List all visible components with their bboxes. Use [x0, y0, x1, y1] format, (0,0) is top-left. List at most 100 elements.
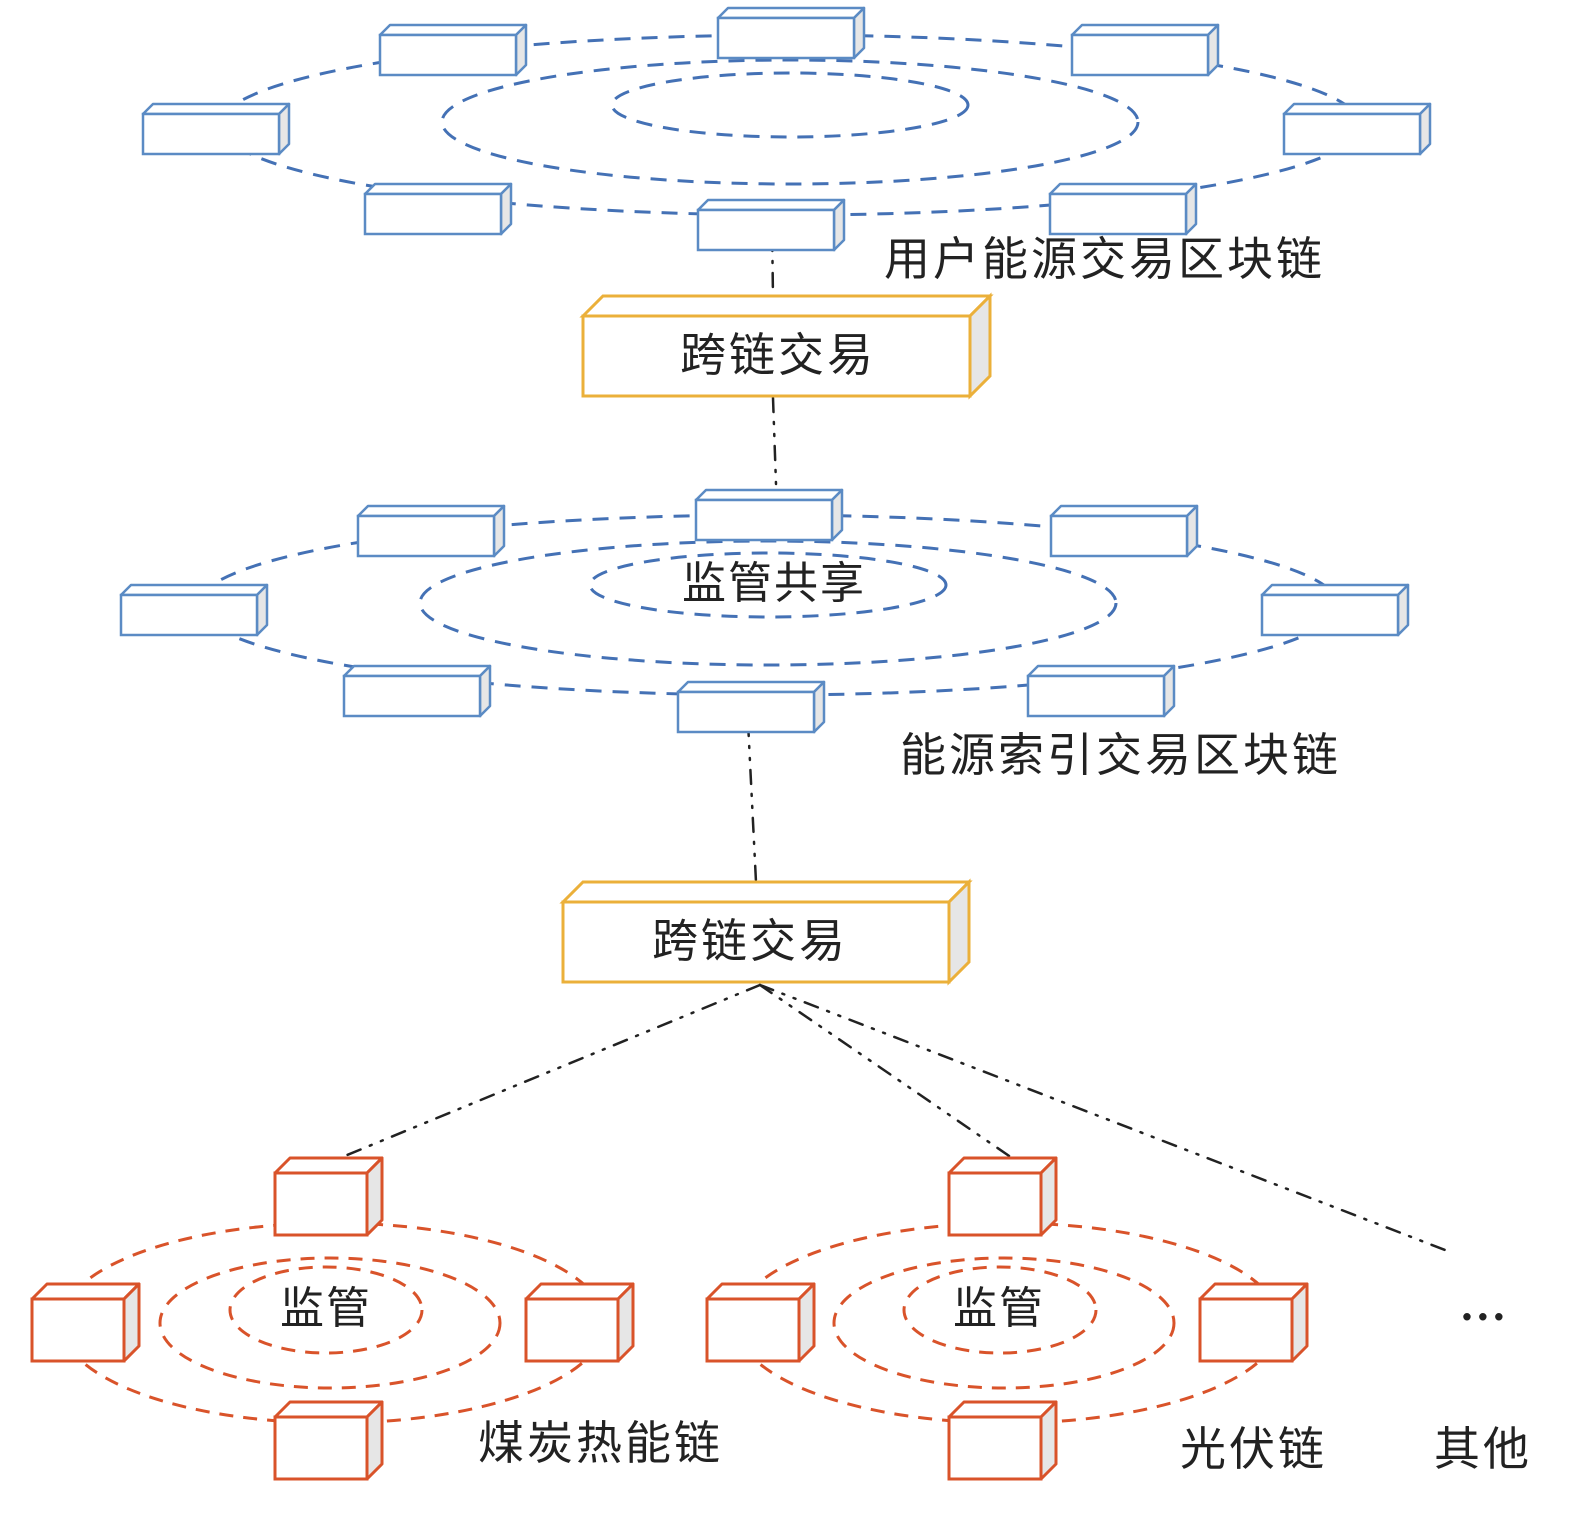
node-top-face: [524, 1282, 635, 1301]
connector-index-to-crosschain-bottom: [746, 720, 758, 884]
node-top-face: [1070, 23, 1220, 37]
cross-chain-box-top: [579, 292, 994, 400]
node-side-face: [1185, 504, 1199, 558]
chain-node: [1026, 664, 1176, 718]
chain-node: [1198, 1282, 1309, 1363]
connector-crosschain-to-coal: [333, 983, 762, 1162]
node-top-face: [363, 182, 513, 196]
chain-node: [705, 1282, 816, 1363]
node-front-face: [1198, 1297, 1294, 1363]
pv-chain-center-label: 监管: [953, 1283, 1045, 1334]
middle-ring: [158, 1256, 502, 1390]
node-side-face: [852, 6, 866, 60]
node-top-face: [378, 23, 528, 37]
chain-node: [696, 198, 846, 252]
node-side-face: [499, 182, 513, 236]
chain-node: [30, 1282, 141, 1363]
node-top-face: [676, 680, 826, 694]
node-side-face: [1039, 1400, 1058, 1481]
chain-node: [1048, 182, 1198, 236]
chain-node: [378, 23, 528, 77]
user-chain-label: 用户能源交易区块链: [884, 232, 1325, 286]
node-side-face: [1184, 182, 1198, 236]
connectors: [333, 223, 1447, 1252]
node-side-face: [122, 1282, 141, 1363]
node-front-face: [1282, 112, 1422, 156]
node-side-face: [514, 23, 528, 77]
node-top-face: [141, 102, 291, 116]
cross-chain-label-bottom: 跨链交易: [652, 914, 848, 968]
node-front-face: [705, 1297, 801, 1363]
chain-node: [676, 680, 826, 734]
node-front-face: [1049, 514, 1189, 558]
node-side-face: [830, 488, 844, 542]
coal-chain-center-label: 监管: [280, 1283, 372, 1334]
node-side-face: [478, 664, 492, 718]
node-top-face: [696, 198, 846, 212]
node-side-face: [616, 1282, 635, 1363]
node-top-face: [1260, 583, 1410, 597]
node-side-face: [797, 1282, 816, 1363]
node-front-face: [696, 208, 836, 252]
coal-chain-nodes: [30, 1156, 635, 1481]
chain-node: [119, 583, 269, 637]
node-front-face: [342, 674, 482, 718]
node-side-face: [1418, 102, 1432, 156]
node-top-face: [705, 1282, 816, 1301]
node-side-face: [832, 198, 846, 252]
inner-ring: [588, 551, 948, 619]
node-side-face: [1290, 1282, 1309, 1363]
node-side-face: [1396, 583, 1410, 637]
node-side-face: [255, 583, 269, 637]
node-front-face: [273, 1171, 369, 1237]
chain-node: [947, 1156, 1058, 1237]
node-front-face: [524, 1297, 620, 1363]
chain-node: [141, 102, 291, 156]
node-side-face: [492, 504, 506, 558]
node-top-face: [273, 1400, 384, 1419]
node-front-face: [141, 112, 281, 156]
node-top-face: [1282, 102, 1432, 116]
index-chain-center-label: 监管共享: [682, 558, 866, 609]
node-front-face: [119, 593, 259, 637]
chain-node: [273, 1400, 384, 1481]
cross-chain-box-bottom: [559, 878, 973, 986]
node-front-face: [716, 16, 856, 60]
chain-node: [694, 488, 844, 542]
chain-node: [524, 1282, 635, 1363]
node-front-face: [1026, 674, 1166, 718]
connector-crosschain-top-to-index: [771, 396, 778, 486]
node-side-face: [812, 680, 826, 734]
node-top-face: [1048, 182, 1198, 196]
chain-node: [356, 504, 506, 558]
node-top-face: [694, 488, 844, 502]
middle-ring: [832, 1256, 1176, 1390]
node-side-face: [1206, 23, 1220, 77]
node-side-face: [365, 1156, 384, 1237]
node-top-face: [273, 1156, 384, 1175]
inner-ring: [902, 1265, 1098, 1355]
node-side-face: [1162, 664, 1176, 718]
inner-ring: [228, 1265, 424, 1355]
connector-crosschain-to-other: [758, 983, 1447, 1252]
chain-node: [947, 1400, 1058, 1481]
node-top-face: [119, 583, 269, 597]
node-top-face: [716, 6, 866, 20]
node-side-face: [1039, 1156, 1058, 1237]
node-front-face: [1260, 593, 1400, 637]
index-chain-nodes: [119, 488, 1410, 734]
chain-node: [363, 182, 513, 236]
node-front-face: [1070, 33, 1210, 77]
node-front-face: [1048, 192, 1188, 236]
user-chain-nodes: [141, 6, 1432, 252]
pv-chain: [705, 1156, 1309, 1481]
node-front-face: [694, 498, 834, 542]
chain-node: [1070, 23, 1220, 77]
node-top-face: [30, 1282, 141, 1301]
chain-node: [1260, 583, 1410, 637]
node-front-face: [356, 514, 496, 558]
other-chain-label: 其他: [1434, 1422, 1532, 1476]
node-front-face: [30, 1297, 126, 1363]
chain-node: [342, 664, 492, 718]
